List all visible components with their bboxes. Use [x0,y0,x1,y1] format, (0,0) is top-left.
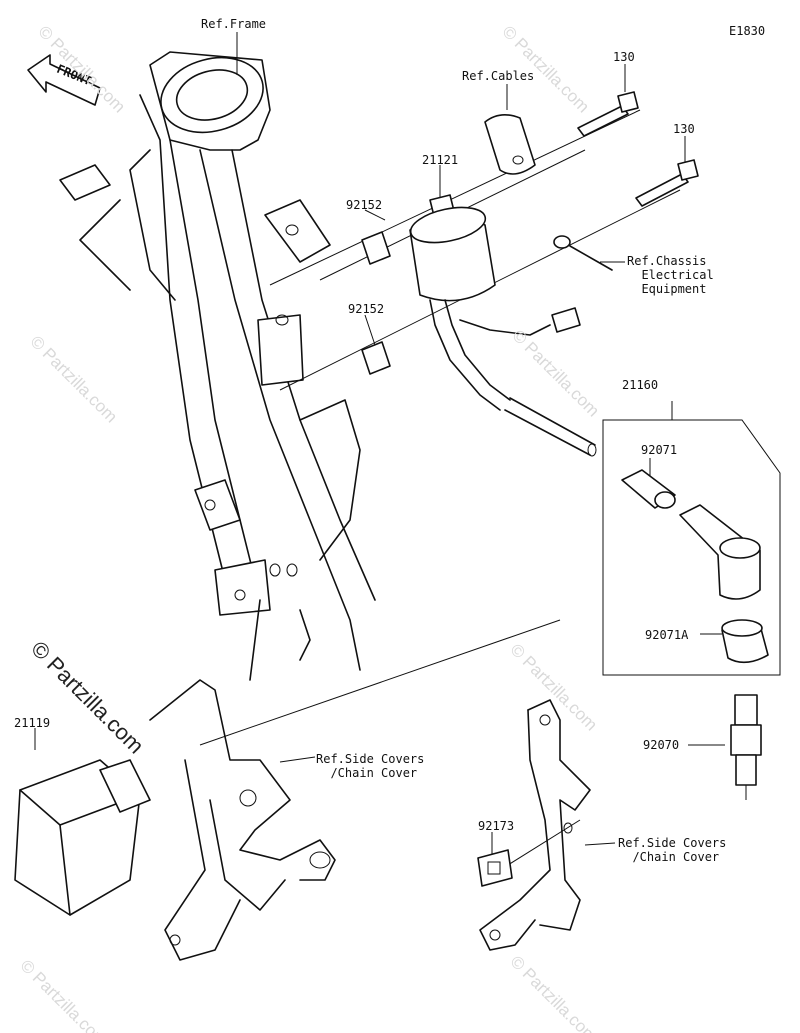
label-92071a: 92071A [645,628,689,642]
label-92173: 92173 [478,819,515,833]
label-92071: 92071 [641,443,678,457]
cdi-unit-drawing [14,759,151,916]
front-arrow-icon [27,54,101,106]
label-92070: 92070 [643,738,680,752]
label-21119: 21119 [14,716,51,730]
label-92152-upper: 92152 [346,198,383,212]
plug-cap-parts-drawing [621,469,769,664]
label-130-upper: 130 [613,50,635,64]
label-ref-chassis: Ref.Chassis Electrical Equipment [627,254,714,296]
right-bracket-drawing [477,699,591,951]
ring-terminal-drawing [553,235,613,271]
label-130-lower: 130 [673,122,695,136]
bolt-130-drawing [577,91,699,207]
lower-bracket-drawing [149,679,336,961]
label-ref-cables: Ref.Cables [462,69,535,83]
label-ref-side-covers-1: Ref.Side Covers /Chain Cover [316,752,425,780]
label-21121: 21121 [422,153,459,167]
ignition-coil-drawing [409,194,597,457]
leader-lines [34,32,781,871]
label-21160: 21160 [622,378,659,392]
diagram-code: E1830 [729,24,766,38]
spark-plug-drawing [730,694,762,800]
collar-92152-drawing [361,231,391,375]
label-ref-side-covers-2: Ref.Side Covers /Chain Cover [618,836,727,864]
label-92152-lower: 92152 [348,302,385,316]
frame-drawing [59,51,376,681]
label-ref-frame: Ref.Frame [201,17,267,31]
cable-clamp-drawing [484,114,536,175]
